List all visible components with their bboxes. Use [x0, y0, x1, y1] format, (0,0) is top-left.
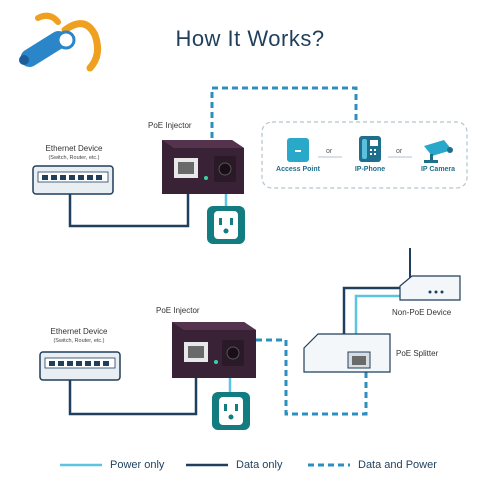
brand-logo — [19, 12, 102, 72]
or-text-2: or — [396, 148, 403, 155]
top-injector-label: PoE Injector — [148, 121, 192, 130]
splitter-power-line — [354, 294, 400, 334]
top-poe-injector — [162, 140, 244, 194]
bottom-ethernet-sub: (Switch, Router, etc.) — [53, 338, 105, 344]
top-data-power-line — [210, 86, 358, 138]
ip-camera-label: IP Camera — [420, 166, 456, 173]
bottom-ethernet-device — [39, 351, 121, 381]
bottom-data-line — [68, 378, 198, 416]
top-data-line — [68, 194, 190, 228]
bottom-poe-injector — [172, 322, 256, 378]
access-point-icon — [287, 138, 309, 162]
legend-data-and-power: Data and Power — [358, 459, 437, 471]
legend-power-only: Power only — [110, 459, 165, 471]
access-point-label: Access Point — [276, 166, 320, 173]
splitter-data-line — [342, 286, 400, 334]
bottom-ethernet-label: Ethernet Device — [50, 327, 108, 336]
poe-splitter — [303, 333, 391, 373]
ip-phone-label: IP-Phone — [354, 166, 386, 173]
bottom-outlet — [212, 392, 250, 430]
page-title: How It Works? — [175, 26, 325, 51]
bottom-data-power-line — [256, 338, 368, 416]
or-text-1: or — [326, 148, 333, 155]
top-ethernet-device — [32, 165, 114, 195]
non-poe-label: Non-PoE Device — [392, 308, 452, 317]
top-outlet — [207, 206, 245, 244]
bottom-injector-label: PoE Injector — [156, 306, 200, 315]
splitter-label: PoE Splitter — [396, 349, 439, 358]
non-poe-device — [399, 248, 461, 301]
top-ethernet-sub: (Switch, Router, etc.) — [48, 155, 100, 161]
ip-phone-icon — [359, 136, 381, 162]
top-ethernet-label: Ethernet Device — [45, 144, 103, 153]
ip-camera-icon — [424, 140, 453, 163]
legend-data-only: Data only — [236, 459, 283, 471]
